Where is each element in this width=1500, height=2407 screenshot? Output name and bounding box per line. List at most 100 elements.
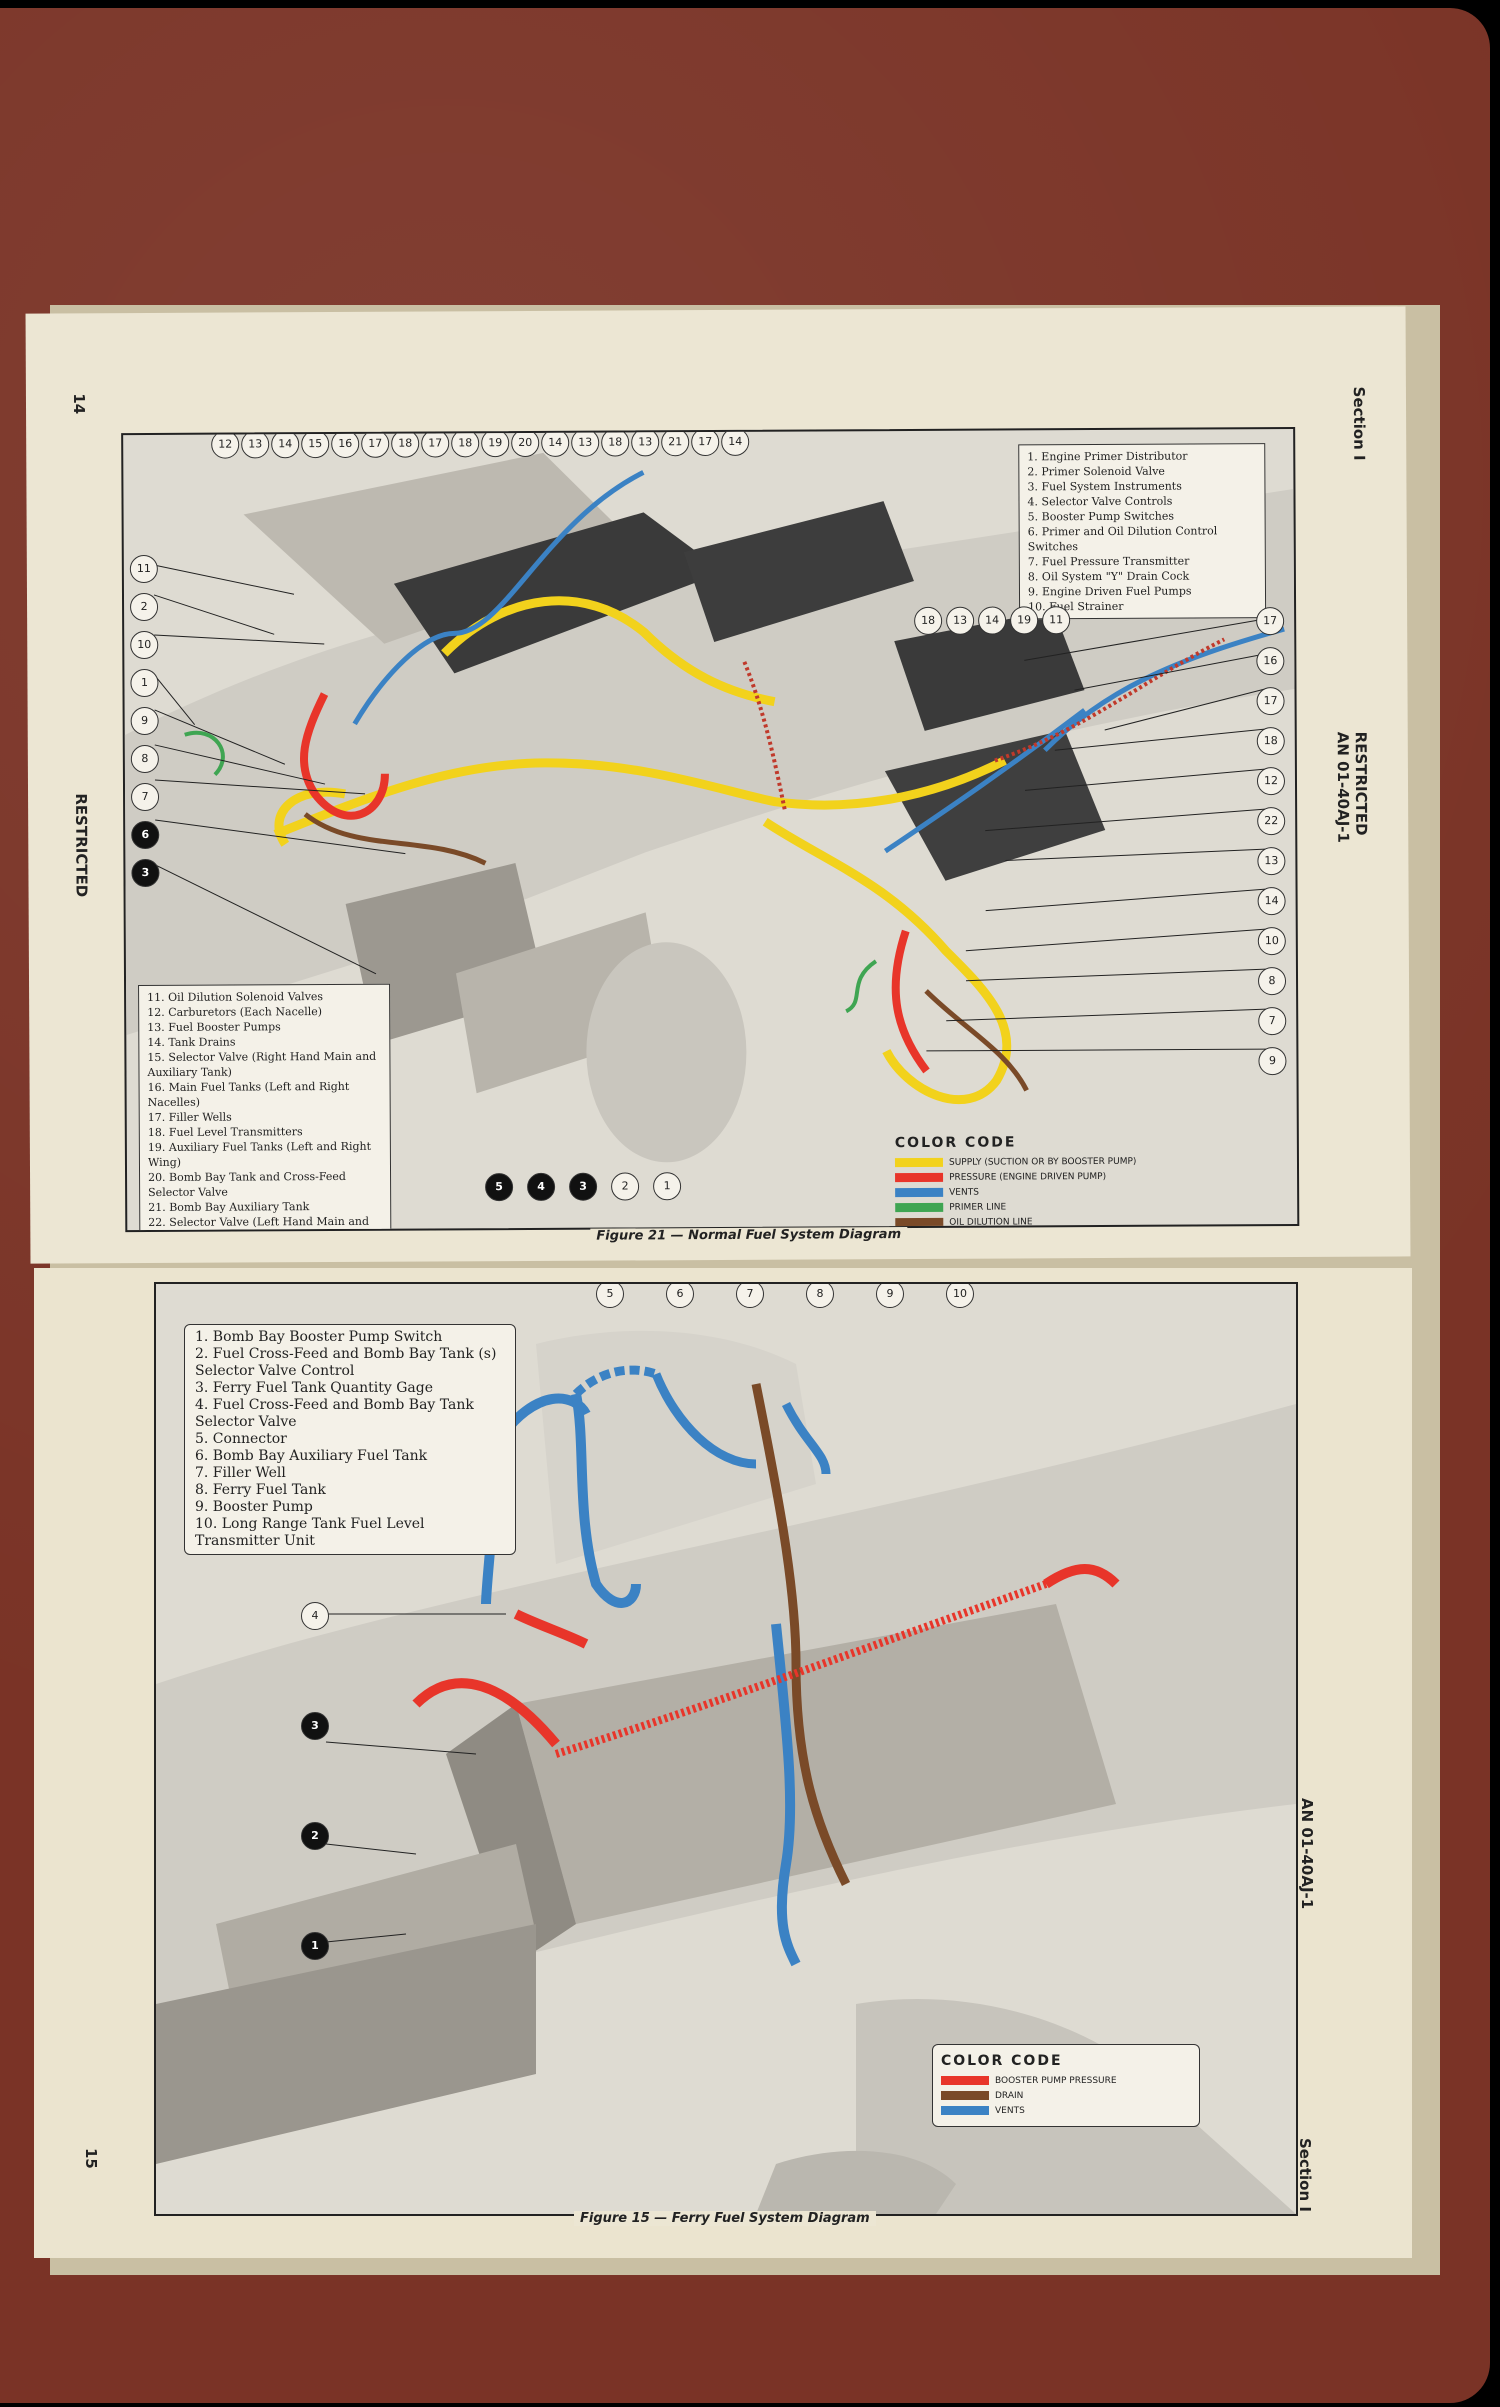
callout-number: 2	[301, 1822, 329, 1850]
legend-entry: 4. Fuel Cross-Feed and Bomb Bay Tank Sel…	[195, 1397, 474, 1430]
callout-number: 4	[301, 1602, 329, 1630]
color-label: SUPPLY (SUCTION OR BY BOOSTER PUMP)	[948, 1156, 1137, 1168]
color-swatch	[941, 2091, 989, 2100]
callout-number: 10	[1257, 927, 1286, 956]
callout-number: 18	[391, 429, 420, 458]
callout-number: 19	[481, 429, 510, 458]
callout-number: 20	[511, 428, 540, 458]
legend-entry: 9. Booster Pump	[195, 1499, 313, 1515]
callout-number: 17	[1256, 607, 1285, 636]
legend-entry: 11. Oil Dilution Solenoid Valves	[147, 990, 324, 1004]
callout-number: 18	[601, 428, 630, 457]
callout-number: 17	[361, 429, 390, 458]
callout-number: 22	[1257, 807, 1286, 836]
callout-number: 16	[1256, 647, 1285, 676]
legend-entry: 15. Selector Valve (Right Hand Main and …	[147, 1049, 377, 1079]
legend-entry: 3. Fuel System Instruments	[1027, 479, 1182, 494]
color-swatch	[894, 1157, 944, 1168]
callout-number: 6	[666, 1284, 694, 1308]
callout-number: 1	[301, 1932, 329, 1960]
callout-number: 14	[541, 428, 570, 457]
callout-number: 8	[1257, 967, 1287, 996]
legend-entry: 2. Fuel Cross-Feed and Bomb Bay Tank (s)…	[195, 1346, 497, 1379]
callout-number: 3	[131, 858, 160, 888]
callout-number: 2	[129, 592, 159, 622]
legend-entry: 20. Bomb Bay Tank and Cross-Feed Selecto…	[148, 1169, 346, 1199]
color-code-legend: COLOR CODE SUPPLY (SUCTION OR BY BOOSTER…	[895, 1134, 1186, 1233]
callout-number: 14	[978, 606, 1007, 635]
callout-number: 11	[1042, 606, 1071, 635]
color-label: DRAIN	[995, 2090, 1024, 2101]
callout-number: 16	[331, 429, 360, 459]
color-label: VENTS	[995, 2105, 1025, 2116]
callout-number: 7	[736, 1284, 764, 1308]
callout-number: 14	[271, 430, 300, 459]
legend-entry: 13. Fuel Booster Pumps	[147, 1020, 281, 1034]
callout-number: 5	[596, 1284, 624, 1308]
page-number: 15	[82, 2148, 100, 2169]
callout-number: 17	[691, 427, 720, 457]
figure-caption: Figure 15 — Ferry Fuel System Diagram	[574, 2211, 876, 2226]
section-label: Section I	[1349, 386, 1369, 461]
color-label: VENTS	[949, 1187, 979, 1198]
callout-number: 12	[211, 430, 240, 459]
legend-entry: 12. Carburetors (Each Nacelle)	[147, 1005, 323, 1019]
callout-number: 1	[653, 1172, 682, 1201]
page-14: 14 RESTRICTED Section I RESTRICTED AN 01…	[25, 306, 1411, 1264]
callout-number: 13	[241, 430, 270, 459]
legend-entry: 14. Tank Drains	[147, 1035, 236, 1049]
legend-entry: 16. Main Fuel Tanks (Left and Right Nace…	[147, 1079, 350, 1109]
legend-entry: 6. Bomb Bay Auxiliary Fuel Tank	[195, 1448, 428, 1464]
section-label: Section I	[1296, 2138, 1314, 2212]
color-swatch	[941, 2076, 989, 2085]
legend-entry: 21. Bomb Bay Auxiliary Tank	[148, 1200, 310, 1214]
color-code-row: VENTS	[895, 1184, 1185, 1201]
legend-entry: 10. Long Range Tank Fuel Level Transmitt…	[195, 1516, 425, 1549]
legend-entry: 17. Filler Wells	[147, 1110, 232, 1124]
legend-entry: 3. Ferry Fuel Tank Quantity Gage	[195, 1380, 433, 1396]
callout-number: 17	[1256, 687, 1285, 716]
callout-number: 9	[876, 1284, 904, 1308]
color-swatch	[895, 1217, 944, 1228]
legend-entry: 5. Connector	[195, 1431, 287, 1447]
legend-entry: 6. Primer and Oil Dilution Control Switc…	[1027, 524, 1218, 554]
callout-number: 9	[1258, 1047, 1287, 1076]
legend-entry: 1. Bomb Bay Booster Pump Switch	[195, 1329, 443, 1345]
callout-number: 13	[571, 428, 600, 457]
color-swatch	[895, 1172, 944, 1183]
doc-number: AN 01-40AJ-1	[1298, 1798, 1316, 1910]
legend-entry: 1. Engine Primer Distributor	[1027, 449, 1188, 464]
color-code-row: PRESSURE (ENGINE DRIVEN PUMP)	[895, 1169, 1185, 1186]
callout-number: 5	[485, 1173, 514, 1202]
color-label: PRIMER LINE	[949, 1201, 1007, 1213]
callout-number: 14	[1257, 887, 1286, 916]
restricted-label-right: RESTRICTED	[1351, 731, 1371, 836]
color-label: OIL DILUTION LINE	[949, 1216, 1033, 1228]
callout-number: 4	[527, 1172, 556, 1202]
color-code-row: DRAIN	[941, 2088, 1191, 2103]
callout-number: 13	[1257, 847, 1286, 876]
legend-entry: 2. Primer Solenoid Valve	[1027, 464, 1165, 479]
callout-number: 1	[130, 668, 159, 698]
legend-entry: 8. Ferry Fuel Tank	[195, 1482, 326, 1498]
callout-number: 14	[721, 427, 750, 456]
legend-entry: 4. Selector Valve Controls	[1027, 494, 1173, 509]
page-15: AN 01-40AJ-1 Section I 15	[34, 1268, 1412, 2258]
callout-number: 7	[1258, 1007, 1287, 1036]
callout-number: 3	[301, 1712, 329, 1740]
callout-number: 17	[421, 429, 450, 458]
callout-number: 3	[569, 1172, 598, 1201]
color-code-row: BOOSTER PUMP PRESSURE	[941, 2073, 1191, 2088]
callout-number: 13	[946, 606, 975, 635]
color-swatch	[941, 2106, 989, 2115]
callout-number: 18	[451, 429, 480, 458]
color-label: PRESSURE (ENGINE DRIVEN PUMP)	[949, 1171, 1107, 1183]
page-number: 14	[69, 393, 89, 415]
doc-number: AN 01-40AJ-1	[1333, 731, 1353, 843]
callout-number: 18	[1256, 727, 1285, 756]
legend-entry: 22. Selector Valve (Left Hand Main and A…	[148, 1214, 370, 1232]
